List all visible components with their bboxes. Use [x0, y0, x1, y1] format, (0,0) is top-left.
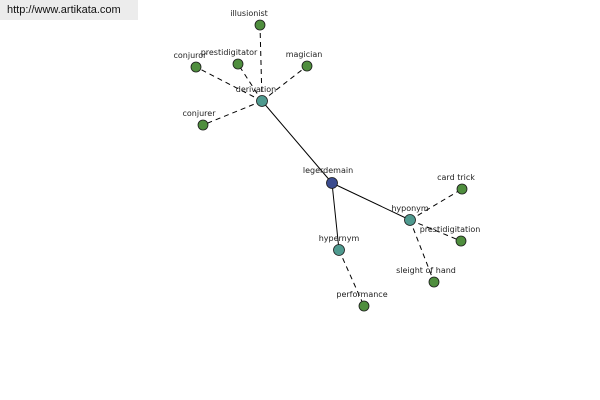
node-conjuror[interactable]: conjuror: [174, 51, 208, 73]
url-bar: http://www.artikata.com: [0, 0, 138, 20]
edge-legerdemain-derivation: [261, 100, 333, 184]
node-circle-conjurer[interactable]: [197, 119, 209, 131]
edge-hyponym-sleight-of-hand: [409, 219, 435, 283]
edge-derivation-illusionist: [259, 24, 263, 102]
node-magician[interactable]: magician: [286, 50, 323, 72]
node-hyponym[interactable]: hyponym: [391, 204, 429, 226]
node-circle-illusionist[interactable]: [254, 19, 266, 31]
node-circle-legerdemain[interactable]: [326, 177, 338, 189]
node-label-magician: magician: [286, 50, 323, 59]
node-label-conjuror: conjuror: [174, 51, 208, 60]
node-label-derivation: derivation: [236, 85, 276, 94]
node-label-card-trick: card trick: [437, 173, 475, 182]
node-label-prestidigitation: prestidigitation: [420, 225, 481, 234]
nodes-layer: legerdemain derivation hyponym hypernym illu…: [174, 9, 481, 312]
edge-derivation-magician: [261, 65, 308, 102]
node-performance[interactable]: performance: [336, 290, 388, 312]
node-circle-hyponym[interactable]: [404, 214, 416, 226]
node-label-hyponym: hyponym: [391, 204, 429, 213]
node-conjurer[interactable]: conjurer: [183, 109, 217, 131]
node-label-sleight-of-hand: sleight of hand: [396, 266, 456, 275]
node-sleight-of-hand[interactable]: sleight of hand: [396, 266, 456, 288]
edge-derivation-conjuror: [195, 66, 263, 102]
edge-legerdemain-hyponym: [331, 182, 411, 221]
node-prestidigitator[interactable]: prestidigitator: [201, 48, 258, 70]
edge-hypernym-performance: [338, 249, 365, 307]
edge-legerdemain-hypernym: [331, 182, 340, 251]
node-circle-performance[interactable]: [358, 300, 370, 312]
node-card-trick[interactable]: card trick: [437, 173, 475, 195]
edge-derivation-prestidigitator: [237, 63, 263, 102]
node-circle-derivation[interactable]: [256, 95, 268, 107]
node-derivation[interactable]: derivation: [236, 85, 276, 107]
node-label-prestidigitator: prestidigitator: [201, 48, 258, 57]
node-circle-prestidigitator[interactable]: [232, 58, 244, 70]
node-illusionist[interactable]: illusionist: [230, 9, 268, 31]
site-url[interactable]: http://www.artikata.com: [7, 4, 121, 16]
edge-derivation-conjurer: [202, 100, 263, 126]
node-label-legerdemain: legerdemain: [303, 166, 353, 175]
node-label-conjurer: conjurer: [183, 109, 217, 118]
edges-layer: [195, 24, 463, 307]
node-prestidigitation[interactable]: prestidigitation: [420, 225, 481, 247]
edge-hyponym-card-trick: [409, 188, 463, 221]
node-circle-conjuror[interactable]: [190, 61, 202, 73]
node-circle-card-trick[interactable]: [456, 183, 468, 195]
node-circle-sleight-of-hand[interactable]: [428, 276, 440, 288]
node-circle-prestidigitation[interactable]: [455, 235, 467, 247]
edge-hyponym-prestidigitation: [409, 219, 462, 242]
node-label-hypernym: hypernym: [319, 234, 360, 243]
node-circle-hypernym[interactable]: [333, 244, 345, 256]
node-label-illusionist: illusionist: [230, 9, 268, 18]
node-circle-magician[interactable]: [301, 60, 313, 72]
node-hypernym[interactable]: hypernym: [319, 234, 360, 256]
node-legerdemain[interactable]: legerdemain: [303, 166, 353, 189]
node-label-performance: performance: [336, 290, 387, 299]
